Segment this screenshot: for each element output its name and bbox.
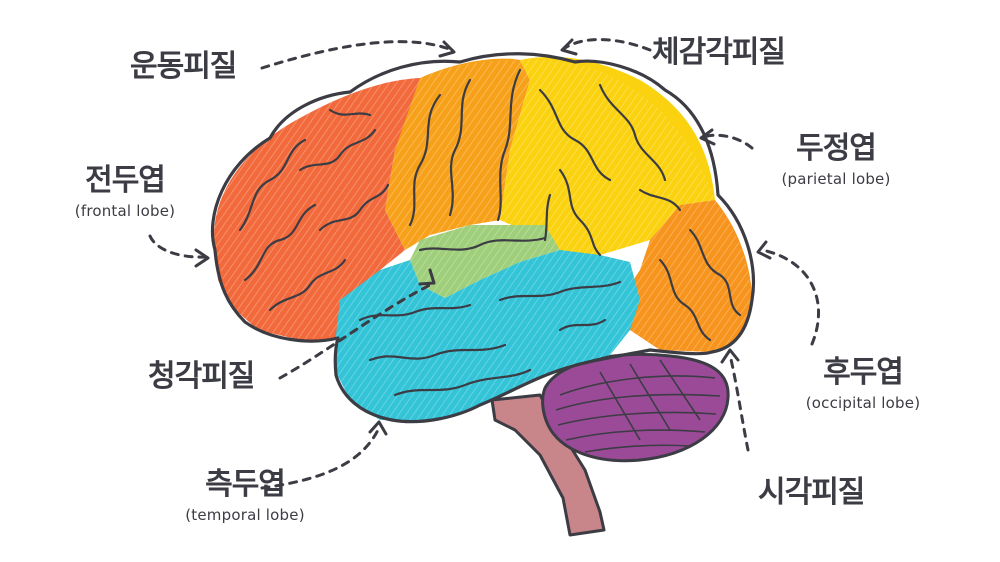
- pointer-arrows: [148, 38, 821, 490]
- parietal-lobe-label: 두정엽 (parietal lobe): [758, 134, 914, 187]
- parietal-lobe-en: (parietal lobe): [781, 170, 891, 188]
- parietal-lobe-ko: 두정엽: [796, 131, 877, 166]
- temporal-arrow: [260, 428, 380, 490]
- frontal-arrow: [148, 234, 207, 259]
- frontal-lobe-label: 전두엽 (frontal lobe): [50, 166, 200, 219]
- motor-cortex-label: 운동피질: [130, 49, 237, 84]
- visual-arrow: [728, 353, 750, 452]
- brain-gyri: [238, 68, 742, 397]
- visual-cortex-label: 시각피질: [758, 475, 865, 510]
- occipital-lobe-ko: 후두엽: [823, 355, 904, 390]
- occipital-lobe-label: 후두엽 (occipital lobe): [778, 358, 948, 411]
- parietal-arrow: [701, 133, 754, 150]
- cerebellum-region: [541, 352, 730, 463]
- somatosensory-arrow: [563, 38, 652, 52]
- auditory-arrow: [278, 282, 434, 380]
- occipital-lobe-en: (occipital lobe): [805, 394, 921, 412]
- cerebellum-folds: [555, 359, 721, 453]
- auditory-cortex-label: 청각피질: [148, 359, 255, 394]
- temporal-lobe-en: (temporal lobe): [185, 506, 305, 524]
- occipital-arrow: [760, 248, 821, 346]
- frontal-lobe-ko: 전두엽: [85, 163, 166, 198]
- arrow-heads: [194, 38, 772, 436]
- cerebrum-outline: [210, 52, 756, 424]
- motor-arrow: [260, 40, 454, 70]
- somatosensory-cortex-label: 체감각피질: [652, 35, 786, 70]
- temporal-lobe-label: 측두엽 (temporal lobe): [155, 470, 335, 523]
- frontal-lobe-en: (frontal lobe): [74, 202, 176, 220]
- temporal-lobe-ko: 측두엽: [205, 467, 286, 502]
